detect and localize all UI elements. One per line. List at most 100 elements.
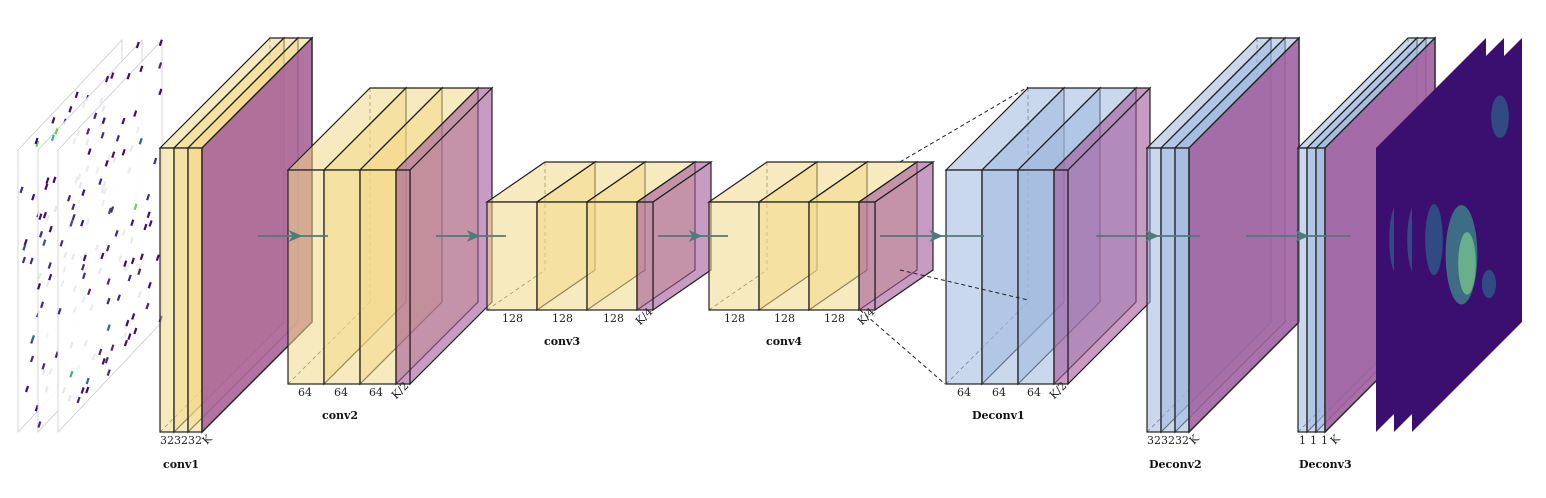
input-pixel bbox=[71, 203, 76, 211]
input-pixel bbox=[44, 183, 49, 191]
input-pixel bbox=[148, 220, 153, 227]
input-pixel bbox=[123, 339, 128, 347]
input-pixel bbox=[104, 356, 109, 364]
conv4-label-1: 128 bbox=[774, 312, 795, 325]
input-pixel bbox=[24, 385, 30, 393]
input-pixel bbox=[145, 302, 150, 310]
deconv3-label-1: 1 bbox=[1310, 434, 1317, 447]
heat-blob bbox=[1458, 232, 1476, 295]
input-pixel bbox=[59, 239, 64, 247]
input-pixel bbox=[110, 72, 115, 79]
input-pixel bbox=[19, 186, 24, 194]
input-pixel bbox=[74, 91, 79, 99]
input-pixel bbox=[146, 193, 151, 201]
deconv1-label-2: 64 bbox=[1027, 386, 1041, 399]
conv1-label-2: 32 bbox=[188, 434, 202, 447]
input-pixel bbox=[130, 257, 135, 265]
input-pixel bbox=[98, 178, 103, 185]
conv3-label-1: 128 bbox=[552, 312, 573, 325]
deconv2-block bbox=[1145, 36, 1301, 434]
conv3-name: conv3 bbox=[544, 335, 580, 348]
input-pixel bbox=[106, 324, 111, 331]
input-pixel bbox=[158, 39, 163, 47]
input-pixel bbox=[93, 112, 98, 120]
input-pixel bbox=[153, 157, 158, 165]
input-pixel bbox=[82, 254, 87, 262]
input-pixel bbox=[133, 110, 138, 117]
input-pixel bbox=[30, 335, 35, 342]
input-pixel bbox=[85, 386, 90, 394]
input-pixel bbox=[121, 117, 126, 125]
input-pixel bbox=[138, 137, 143, 145]
input-pixel bbox=[51, 117, 56, 124]
arrowhead-icon bbox=[288, 230, 303, 242]
input-pixel bbox=[146, 211, 151, 219]
input-pixel bbox=[133, 203, 138, 211]
arrows bbox=[258, 230, 1350, 242]
input-pixel bbox=[52, 176, 57, 184]
deconv3-name: Deconv3 bbox=[1299, 458, 1352, 471]
heat-blob bbox=[1425, 204, 1443, 276]
input-pixel bbox=[105, 75, 110, 83]
input-pixel bbox=[21, 256, 26, 264]
input-pixel bbox=[81, 263, 86, 271]
input-pixel bbox=[40, 301, 45, 309]
input-pixel bbox=[127, 333, 132, 340]
input-pixel bbox=[42, 211, 47, 219]
input-pixel bbox=[42, 239, 47, 246]
input-pixel bbox=[71, 213, 76, 221]
input-pixel bbox=[81, 272, 87, 280]
conv2-label-2: 64 bbox=[369, 386, 383, 399]
input-pixel bbox=[147, 281, 152, 289]
input-pixel bbox=[137, 268, 142, 276]
conv3-label-0: 128 bbox=[502, 312, 523, 325]
input-pixel bbox=[36, 283, 42, 290]
conv1-label-0: 32 bbox=[160, 434, 174, 447]
conv2-label-0: 64 bbox=[298, 386, 312, 399]
input-pixel bbox=[29, 257, 34, 265]
deconv2-label-1: 32 bbox=[1161, 434, 1175, 447]
arrowhead-icon bbox=[1295, 230, 1310, 242]
input-pixel bbox=[110, 344, 115, 352]
input-pixel bbox=[155, 254, 160, 262]
input-pixel bbox=[104, 160, 109, 167]
input-pixel bbox=[101, 358, 106, 365]
input-pixel bbox=[29, 355, 35, 363]
conv4-label-2: 128 bbox=[824, 312, 845, 325]
input-pixel bbox=[98, 348, 103, 356]
input-pixel bbox=[57, 307, 62, 315]
arrowhead-icon bbox=[929, 230, 944, 242]
deconv1-label-1: 64 bbox=[992, 386, 1006, 399]
input-pixel bbox=[54, 128, 59, 135]
input-pixel bbox=[158, 62, 163, 69]
input-pixel bbox=[115, 134, 120, 142]
input-pixel bbox=[126, 72, 131, 80]
projection-lines bbox=[859, 86, 1029, 385]
sparse-input-image-icon bbox=[17, 38, 163, 434]
input-pixel bbox=[125, 319, 130, 327]
input-pixel bbox=[123, 260, 128, 267]
input-pixel bbox=[38, 213, 43, 221]
conv1-name: conv1 bbox=[163, 458, 199, 471]
input-pixel bbox=[139, 253, 144, 261]
heat-blob bbox=[1491, 95, 1509, 139]
input-pixel bbox=[87, 288, 92, 296]
input-pixel bbox=[37, 421, 42, 428]
arrowhead-icon bbox=[466, 230, 481, 242]
input-pixel bbox=[35, 140, 40, 148]
input-pixel bbox=[158, 88, 163, 96]
input-pixel bbox=[69, 220, 74, 227]
conv1-label-1: 32 bbox=[174, 434, 188, 447]
conv4-label-0: 128 bbox=[724, 312, 745, 325]
input-pixel bbox=[114, 230, 119, 237]
input-pixel bbox=[133, 327, 138, 335]
deconv2-name: Deconv2 bbox=[1149, 458, 1202, 471]
input-pixel bbox=[68, 105, 73, 113]
input-pixel bbox=[139, 65, 144, 73]
input-pixel bbox=[47, 262, 52, 269]
input-pixel bbox=[41, 362, 46, 370]
input-pixel bbox=[22, 244, 27, 251]
input-pixel bbox=[101, 117, 106, 125]
arrowhead-icon bbox=[1145, 230, 1160, 242]
input-pixel bbox=[109, 206, 115, 213]
